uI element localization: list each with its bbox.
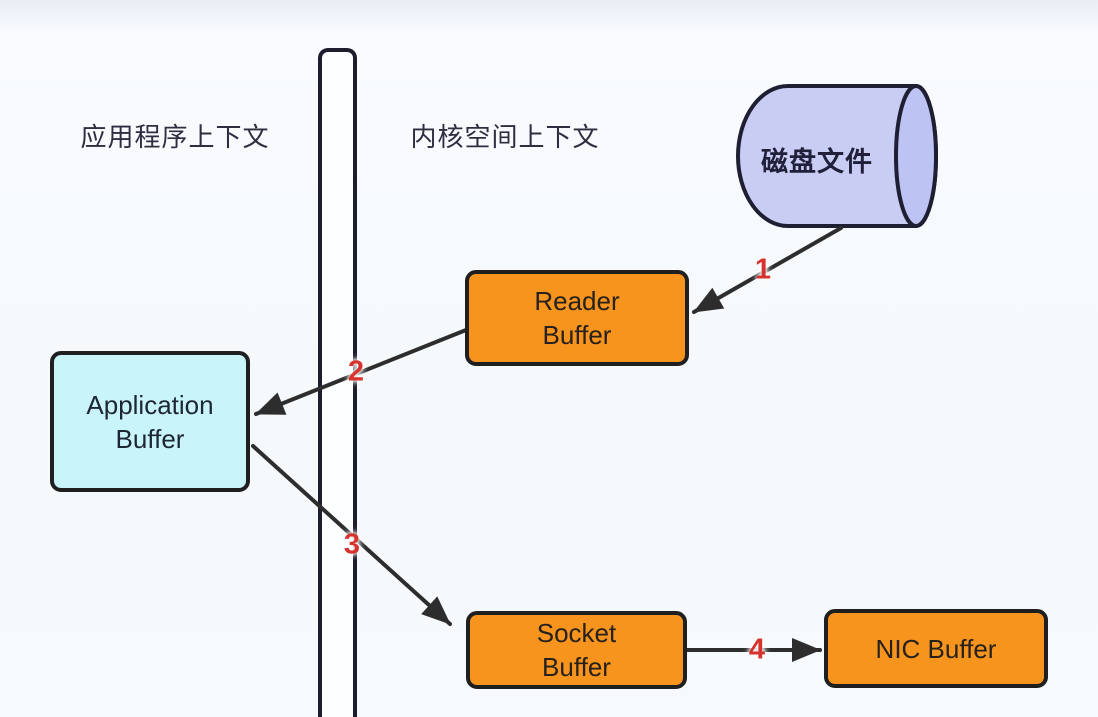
step-number-3: 3: [343, 528, 361, 561]
socket-buffer-node: Socket Buffer: [466, 611, 687, 689]
kernel-context-label: 内核空间上下文: [410, 122, 600, 152]
step-number-1: 1: [754, 253, 772, 286]
application-context-label: 应用程序上下文: [80, 122, 270, 152]
context-divider-bar: [318, 48, 357, 717]
nic-buffer-node: NIC Buffer: [824, 609, 1048, 688]
reader-buffer-node: Reader Buffer: [465, 270, 689, 366]
step-number-4: 4: [748, 633, 766, 666]
disk-file-cylinder: [736, 84, 938, 228]
disk-file-label: 磁盘文件: [761, 147, 873, 177]
nic-buffer-label: NIC Buffer: [875, 633, 997, 664]
arrow-2-reader-to-application-buffer: [254, 328, 468, 416]
socket-buffer-label-line1: Socket: [536, 618, 617, 648]
step-number-2: 2: [347, 355, 365, 388]
application-buffer-label-line1: Application: [86, 389, 214, 420]
arrow-3-application-to-socket-buffer: [251, 444, 452, 626]
reader-buffer-label-line1: Reader: [534, 286, 620, 316]
application-buffer-label-line2: Buffer: [115, 423, 185, 454]
socket-buffer-label-line2: Buffer: [542, 652, 611, 682]
reader-buffer-label-line2: Buffer: [542, 320, 612, 350]
application-buffer-node: Application Buffer: [50, 351, 250, 492]
arrow-1-disk-to-reader-buffer: [692, 226, 843, 314]
